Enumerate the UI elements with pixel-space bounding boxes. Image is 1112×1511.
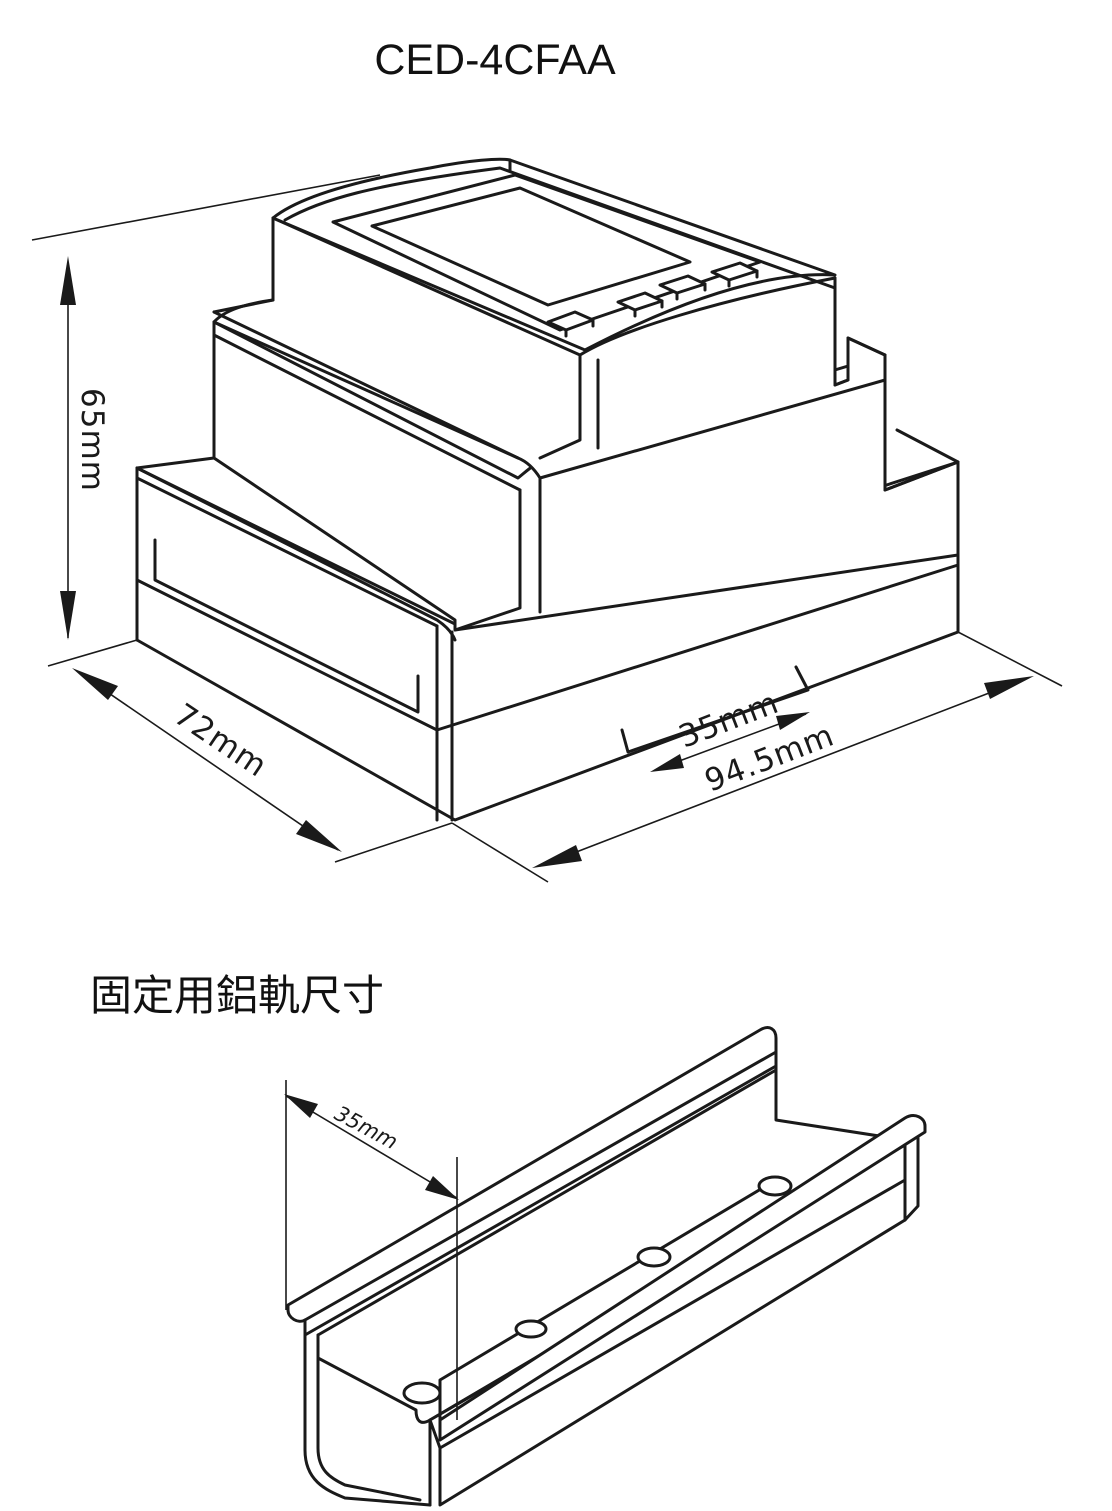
height-dimension: 65mm bbox=[31, 174, 381, 640]
din-rail bbox=[286, 1026, 927, 1507]
height-label: 65mm bbox=[74, 388, 110, 492]
rail-dimension-label: 35mm bbox=[331, 1101, 402, 1154]
device-enclosure bbox=[135, 157, 960, 822]
din-rail-notch bbox=[620, 665, 810, 754]
rail-section-title: 固定用鋁軌尺寸 bbox=[90, 971, 384, 1020]
product-model-title: CED-4CFAA bbox=[374, 36, 616, 84]
enclosure-top-block bbox=[212, 157, 887, 480]
